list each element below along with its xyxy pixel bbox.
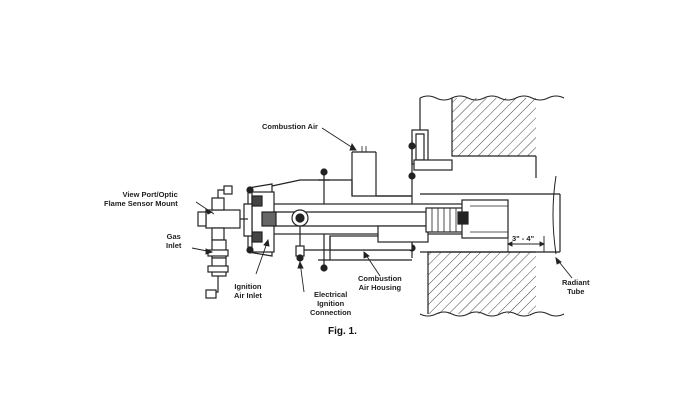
- label-gas-inlet-line2: Inlet: [166, 241, 182, 250]
- label-gas-inlet-line1: Gas: [166, 232, 181, 241]
- label-electrical-line1: Electrical: [313, 290, 348, 299]
- combustion-air-inlet: [351, 146, 377, 196]
- label-ignition-air-line2: Air Inlet: [234, 291, 262, 300]
- label-radiant-tube-line1: Radiant: [562, 278, 590, 287]
- label-combustion-housing-line1: Combustion: [358, 274, 402, 283]
- label-electrical-ignition-connection: Electrical Ignition Connection: [310, 290, 351, 317]
- label-view-port-line2: Flame Sensor Mount: [104, 199, 178, 208]
- gas-train: [197, 185, 248, 299]
- label-view-port-line1: View Port/Optic: [122, 190, 178, 199]
- label-ignition-air-inlet: Ignition Air Inlet: [234, 282, 262, 300]
- label-radiant-tube: Radiant Tube: [562, 278, 590, 296]
- figure-caption: Fig. 1.: [328, 326, 357, 337]
- label-ignition-air-line1: Ignition: [234, 282, 262, 291]
- label-electrical-line3: Connection: [310, 308, 352, 317]
- burner-nozzle: [259, 199, 509, 243]
- label-radiant-tube-line2: Tube: [567, 287, 585, 296]
- label-gas-inlet: Gas Inlet: [166, 232, 181, 250]
- dimension-callout: [506, 236, 546, 252]
- furnace-wall-lower: [419, 251, 565, 317]
- label-combustion-air-housing: Combustion Air Housing: [358, 274, 402, 292]
- label-view-port-optic: View Port/Optic Flame Sensor Mount: [104, 190, 178, 208]
- burner-backplate: [243, 183, 277, 257]
- label-electrical-line2: Ignition: [317, 299, 345, 308]
- radiant-tube: [420, 175, 561, 255]
- leader-lines: [191, 127, 573, 293]
- electrical-ignition-assembly: [291, 209, 309, 262]
- furnace-wall-upper: [419, 95, 565, 178]
- label-dimension: 3" - 4": [512, 234, 535, 243]
- label-combustion-housing-line2: Air Housing: [358, 283, 402, 292]
- label-combustion-air: Combustion Air: [262, 122, 318, 131]
